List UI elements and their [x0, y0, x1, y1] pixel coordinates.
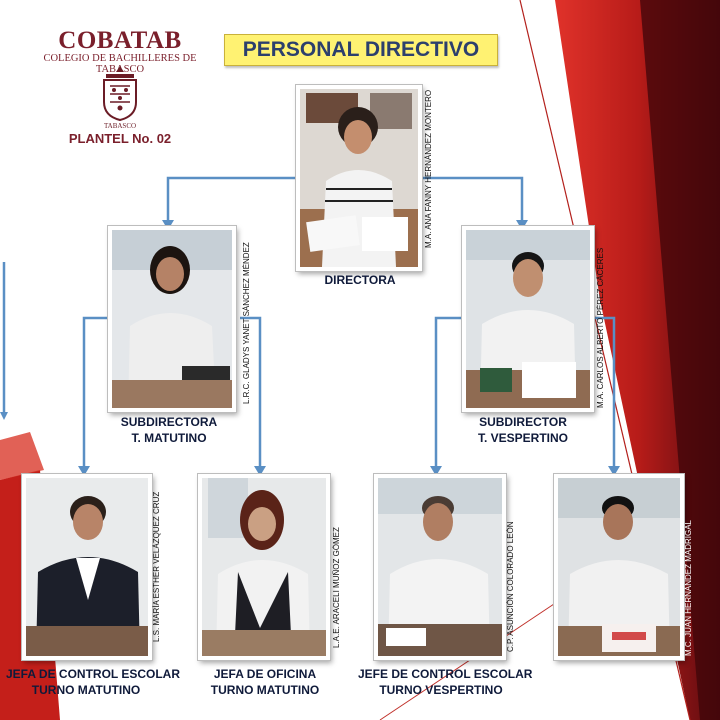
role-line: TURNO VESPERTINO — [557, 683, 681, 697]
coat-of-arms-icon — [103, 66, 137, 122]
brand-logo-text: COBATAB — [58, 27, 182, 54]
name-subdirector: M.A. CARLOS ALBERTO PÉREZ CÁCERES — [596, 247, 605, 408]
photo-subdirector — [462, 226, 594, 412]
photo-jefe-oficina — [554, 474, 684, 660]
campus-label: PLANTEL No. 02 — [68, 131, 172, 146]
photo-subdirectora — [108, 226, 236, 412]
role-jefe-oficina: JEFE DE OFICINA TURNO VESPERTINO — [544, 666, 694, 698]
name-jefe-control-escolar: C.P. ASUNCIÓN COLORADO LEÓN — [506, 521, 515, 652]
page-title: PERSONAL DIRECTIVO — [242, 38, 480, 61]
name-jefa-oficina: L.A.E. ARACELI MUÑOZ GÓMEZ — [332, 527, 341, 648]
role-line: TURNO MATUTINO — [31, 683, 141, 697]
role-line: SUBDIRECTOR — [479, 415, 567, 429]
role-line: JEFA DE CONTROL ESCOLAR — [6, 667, 181, 681]
name-directora: M.A. ANA FANNY HERNÁNDEZ MONTERO — [424, 89, 433, 248]
photo-jefa-oficina — [198, 474, 330, 660]
role-jefa-control-escolar: JEFA DE CONTROL ESCOLAR TURNO MATUTINO — [6, 666, 181, 698]
name-jefa-control-escolar: L.S. MARÍA ESTHER VELÁZQUEZ CRUZ — [152, 491, 161, 642]
seal-caption: TABASCO — [103, 122, 137, 130]
name-jefe-oficina: M.C. JUAN HERNÁNDEZ MADRIGAL — [684, 519, 693, 656]
role-subdirectora: SUBDIRECTORA T. MATUTINO — [106, 414, 232, 446]
role-line: SUBDIRECTORA — [120, 415, 218, 429]
photo-jefa-control-escolar — [22, 474, 152, 660]
role-jefa-oficina: JEFA DE OFICINA TURNO MATUTINO — [190, 666, 340, 698]
role-line: JEFE DE CONTROL ESCOLAR — [358, 667, 533, 681]
role-line: T. MATUTINO — [131, 431, 207, 445]
photo-jefe-control-escolar — [374, 474, 506, 660]
role-line: TURNO VESPERTINO — [379, 683, 503, 697]
role-line: JEFE DE OFICINA — [567, 667, 671, 681]
role-line: JEFA DE OFICINA — [213, 667, 317, 681]
role-line: TURNO MATUTINO — [210, 683, 320, 697]
role-line: DIRECTORA — [324, 273, 396, 287]
role-subdirector: SUBDIRECTOR T. VESPERTINO — [460, 414, 586, 446]
role-jefe-control-escolar: JEFE DE CONTROL ESCOLAR TURNO VESPERTINO — [358, 666, 533, 698]
role-directora: DIRECTORA — [300, 272, 420, 288]
photo-directora — [296, 85, 422, 271]
name-subdirectora: L.R.C. GLADYS YANET SÁNCHEZ MÉNDEZ — [242, 242, 251, 404]
title-banner: PERSONAL DIRECTIVO — [224, 34, 498, 66]
role-line: T. VESPERTINO — [477, 431, 569, 445]
